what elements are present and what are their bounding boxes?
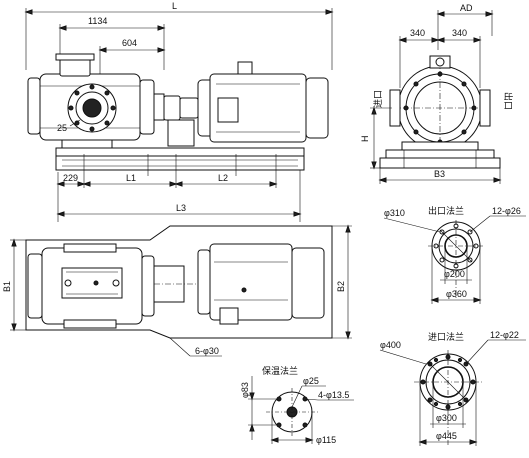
- heating-height-label: φ83: [240, 382, 250, 398]
- side-outlet-nozzle: [479, 89, 491, 127]
- base-frame-top: [55, 147, 305, 157]
- heating-flange-title: 保温法兰: [262, 365, 298, 376]
- dim-L-label: L: [172, 1, 177, 11]
- outlet-bolts-label: 12-φ26: [492, 206, 521, 216]
- base-frame: [55, 155, 305, 171]
- heating-od-label: φ115: [316, 435, 336, 445]
- top-terminal-box: [219, 307, 239, 325]
- side-base-top: [385, 149, 495, 159]
- inlet-outer-dia-label: φ400: [380, 340, 401, 350]
- front-view: L 1134 604 25: [24, 1, 334, 222]
- pump-end-cover-right: [139, 79, 155, 135]
- dim-L2-label: L2: [218, 173, 228, 183]
- heating-flange-view: 保温法兰 φ25 4-φ13.5 φ83 φ115: [240, 365, 354, 445]
- motor-lifting-eye: [237, 61, 253, 75]
- heating-bolts-label: 4-φ13.5: [318, 390, 349, 400]
- pump-top-nozzle: [59, 57, 91, 77]
- outlet-od-label: φ360: [446, 289, 467, 299]
- dim-B2-label: B2: [336, 281, 346, 292]
- dim-L3-label: L3: [176, 203, 186, 213]
- bolt-holes-label: 6-φ30: [195, 346, 219, 356]
- motor-fan-cover: [305, 77, 329, 139]
- outlet-bore-label: φ200: [444, 269, 465, 279]
- coupling-shaft: [153, 93, 165, 121]
- dim-340-left-label: 340: [410, 28, 425, 38]
- coupling-hub-left: [163, 95, 181, 121]
- dim-604-label: 604: [122, 38, 137, 48]
- top-view: B1 B2 6-φ30: [2, 224, 352, 357]
- dim-H-label: H: [360, 136, 370, 143]
- dim-AD-label: AD: [460, 3, 473, 13]
- inlet-bolts-label: 12-φ22: [490, 330, 519, 340]
- side-view: AD 340 340 进口 出口: [360, 3, 514, 184]
- dim-B3-label: B3: [434, 169, 445, 179]
- coupling-support: [167, 119, 195, 147]
- outlet-flange-title: 出口法兰: [428, 205, 464, 216]
- inlet-od-label: φ445: [436, 431, 457, 441]
- side-pump-foot: [401, 141, 479, 151]
- top-motor-fan: [291, 247, 325, 319]
- outlet-label: 出口: [503, 92, 514, 110]
- dim-1134-label: 1134: [88, 16, 107, 26]
- inlet-flange-view: 进口法兰 φ400 12-φ22 φ300 φ445: [379, 330, 526, 446]
- dim-229-label: 229: [63, 173, 78, 183]
- suction-bore: [82, 98, 102, 118]
- dim-340-right-label: 340: [452, 28, 467, 38]
- outlet-flange-view: 出口法兰 φ310 12-φ26 φ200 φ360: [383, 205, 526, 304]
- pump-top-flange: [55, 53, 95, 61]
- dim-B1-label: B1: [2, 281, 12, 292]
- heating-bore-label: φ25: [303, 376, 319, 386]
- motor-terminal-box: [217, 97, 239, 123]
- side-base: [379, 157, 501, 169]
- inlet-label: 进口: [373, 90, 383, 108]
- top-pump-nozzle: [61, 267, 123, 299]
- inlet-flange-title: 进口法兰: [428, 331, 464, 342]
- outlet-outer-dia-label: φ310: [384, 208, 405, 218]
- coupling-hub-right: [179, 97, 199, 119]
- inlet-bore-label: φ300: [436, 413, 457, 423]
- pump-end-cover-left: [27, 77, 41, 135]
- dim-L1-label: L1: [126, 173, 136, 183]
- dim-25-label: 25: [57, 123, 67, 133]
